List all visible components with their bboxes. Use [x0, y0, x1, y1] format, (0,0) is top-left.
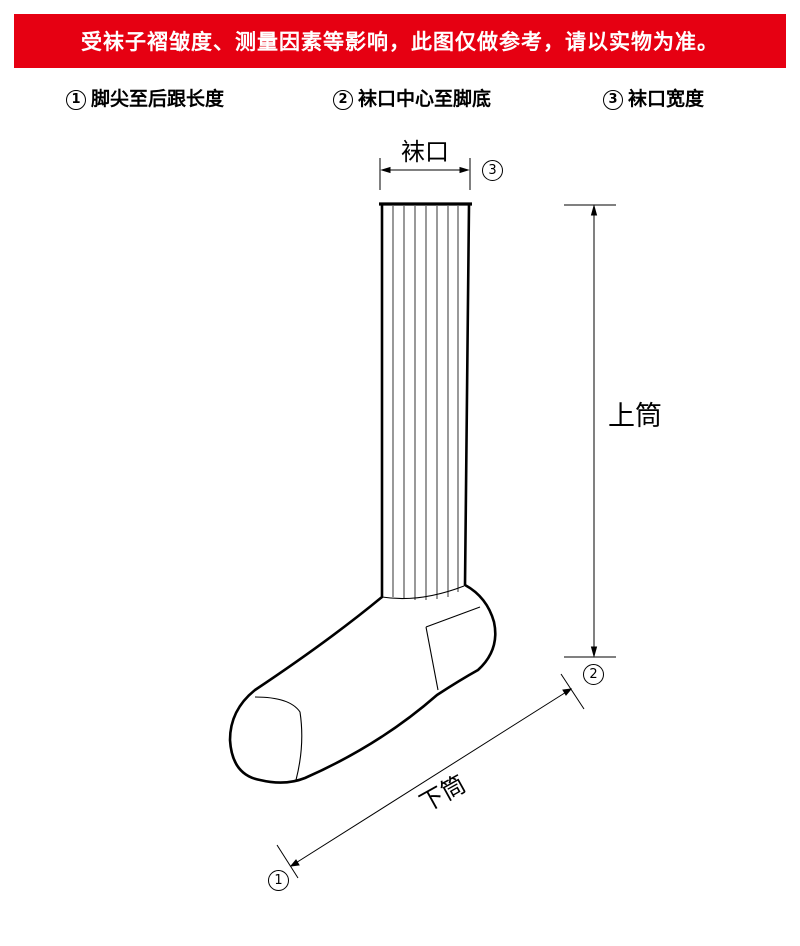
- upper-height-dimension: [564, 204, 616, 658]
- sock-seams: [254, 585, 481, 781]
- notice-text: 受袜子褶皱度、测量因素等影响，此图仅做参考，请以实物为准。: [81, 30, 719, 54]
- marker-1: 1: [268, 870, 289, 891]
- ribbing-lines: [392, 206, 459, 600]
- legend-label: 脚尖至后跟长度: [91, 88, 225, 110]
- upper-tube-label: 上筒: [608, 401, 662, 432]
- legend-number: 3: [603, 90, 623, 110]
- legend-number: 2: [333, 90, 353, 110]
- heel-patch: [425, 606, 481, 691]
- marker-2: 2: [583, 664, 604, 685]
- legend-label: 袜口宽度: [628, 88, 705, 110]
- ankle-seam: [381, 585, 465, 600]
- lower-length-dimension: [276, 673, 585, 879]
- notice-banner: 受袜子褶皱度、测量因素等影响，此图仅做参考，请以实物为准。: [14, 14, 786, 68]
- toe-patch: [254, 696, 303, 781]
- marker-3: 3: [482, 160, 503, 181]
- legend-number: 1: [66, 90, 86, 110]
- legend-label: 袜口中心至脚底: [358, 88, 492, 110]
- cuff-width-dimension: [379, 158, 471, 190]
- sock-outline: [228, 202, 497, 784]
- cuff-label: 袜口: [401, 138, 449, 166]
